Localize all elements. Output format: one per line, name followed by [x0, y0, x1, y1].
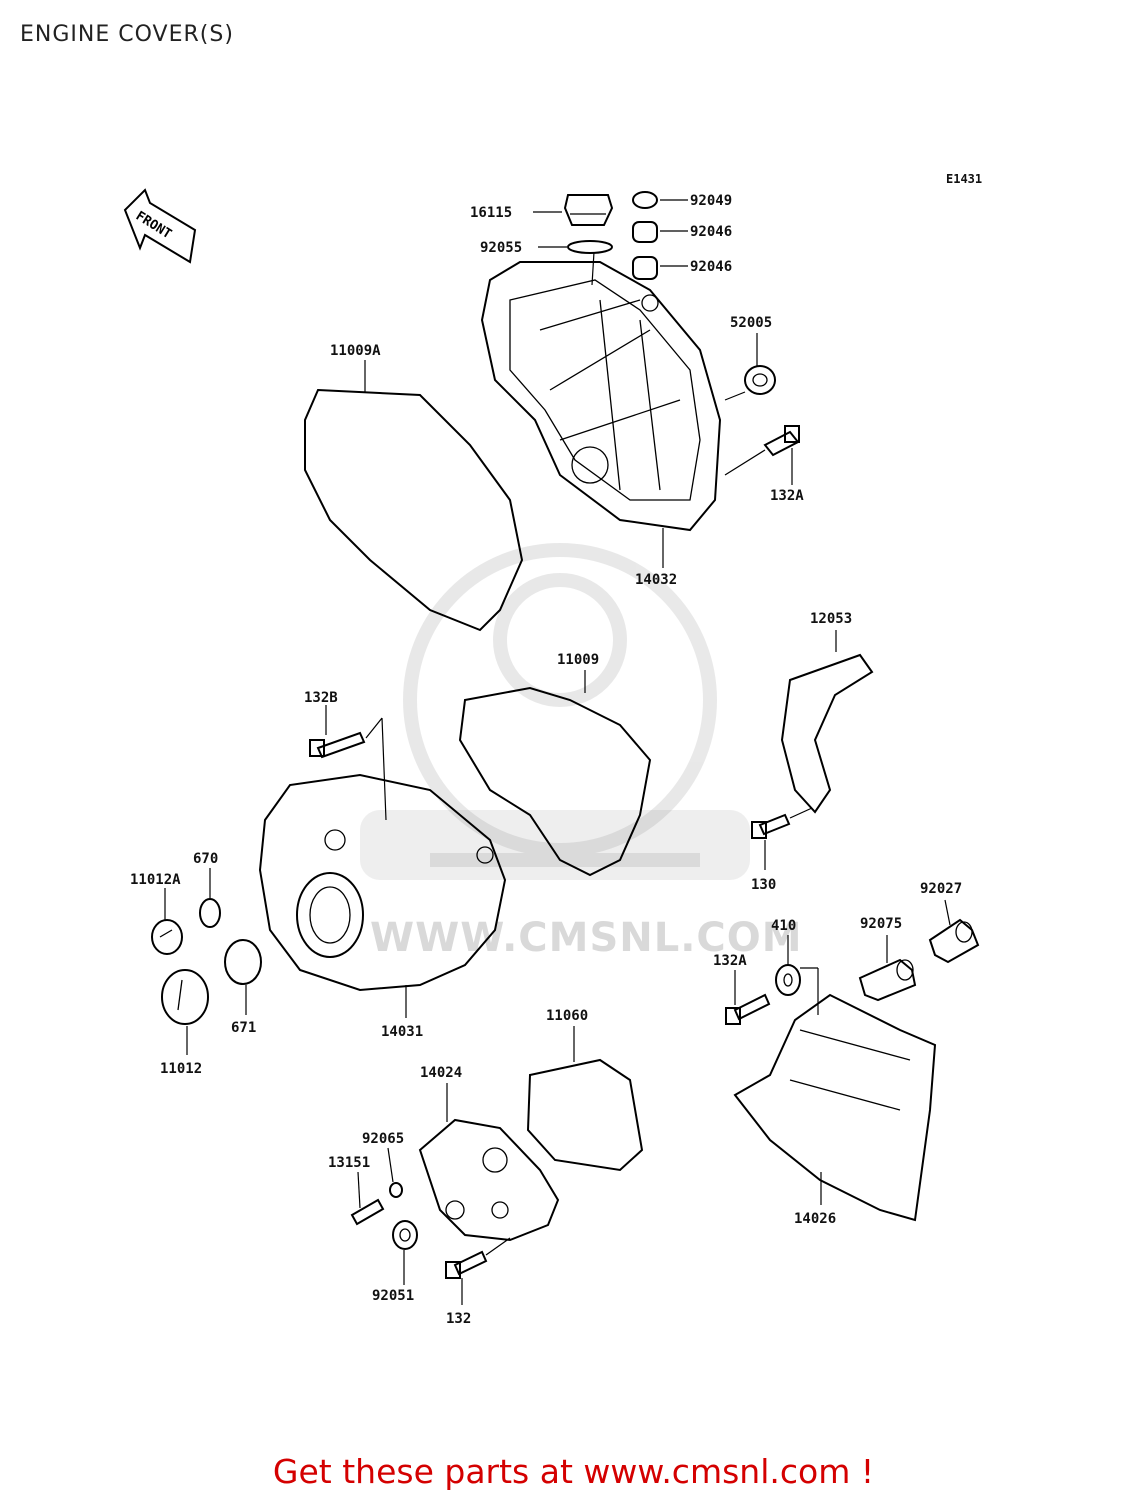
label-14024: 14024 — [420, 1065, 462, 1081]
label-52005: 52005 — [730, 315, 772, 331]
label-132a-mid: 132A — [713, 953, 747, 969]
label-92065: 92065 — [362, 1131, 404, 1147]
gasket-11060 — [526, 1058, 644, 1172]
bushing-92046b — [632, 256, 658, 280]
label-92049: 92049 — [690, 193, 732, 209]
bolt-132a-mid — [725, 993, 771, 1025]
o-ring-92055 — [567, 240, 613, 254]
label-14026: 14026 — [794, 1211, 836, 1227]
watermark-cms — [360, 810, 750, 880]
bolt-132b — [309, 731, 366, 759]
label-12053: 12053 — [810, 611, 852, 627]
o-ring-670 — [199, 898, 221, 928]
bushing-92046a — [632, 221, 658, 243]
cover-14024 — [418, 1118, 560, 1242]
label-11012: 11012 — [160, 1061, 202, 1077]
bolt-13151 — [350, 1198, 385, 1226]
sprocket-cover-14026 — [733, 993, 937, 1222]
plug-11012a — [151, 919, 183, 955]
oil-seal-92051 — [392, 1220, 418, 1250]
promo-link-container: Get these parts at www.cmsnl.com ! — [0, 1452, 1147, 1491]
label-132: 132 — [446, 1311, 471, 1327]
bolt-132a-top — [763, 425, 800, 457]
label-11009a: 11009A — [330, 343, 381, 359]
chain-guard-12053 — [780, 653, 874, 814]
watermark-text: WWW.CMSNL.COM — [370, 915, 803, 961]
promo-link[interactable]: Get these parts at www.cmsnl.com ! — [272, 1452, 875, 1491]
page-title: ENGINE COVER(S) — [20, 22, 234, 47]
generator-cover-14031 — [258, 773, 507, 992]
label-11060: 11060 — [546, 1008, 588, 1024]
label-670: 670 — [193, 851, 218, 867]
leader-lines — [164, 199, 951, 1305]
label-11012a: 11012A — [130, 872, 181, 888]
exploded-parts-diagram: FRONT — [123, 188, 980, 1327]
label-16115: 16115 — [470, 205, 512, 221]
washer-92065 — [389, 1182, 403, 1198]
label-92075: 92075 — [860, 916, 902, 932]
label-130: 130 — [751, 877, 776, 893]
label-92027: 92027 — [920, 881, 962, 897]
label-92055: 92055 — [480, 240, 522, 256]
label-14031: 14031 — [381, 1024, 423, 1040]
diagram-code: E1431 — [946, 172, 983, 186]
label-13151: 13151 — [328, 1155, 370, 1171]
label-92046-second: 92046 — [690, 259, 732, 275]
collar-92027 — [928, 918, 980, 964]
oil-filler-cap-16115 — [563, 194, 614, 226]
part-labels: 16115 92049 92055 92046 92046 52005 1100… — [130, 193, 962, 1327]
clutch-cover-14032 — [480, 261, 722, 532]
oil-seal-52005 — [744, 365, 776, 395]
label-132b: 132B — [304, 690, 338, 706]
label-92046: 92046 — [690, 224, 732, 240]
o-ring-671 — [224, 939, 262, 985]
label-11009: 11009 — [557, 652, 599, 668]
label-410: 410 — [771, 918, 796, 934]
front-arrow: FRONT — [123, 188, 197, 264]
label-92051: 92051 — [372, 1288, 414, 1304]
bolt-130 — [751, 813, 791, 839]
washer-410 — [775, 964, 801, 996]
label-14032: 14032 — [635, 572, 677, 588]
collar-92075 — [858, 958, 917, 1002]
label-671: 671 — [231, 1020, 256, 1036]
watermark-logo — [403, 543, 717, 867]
gasket-11009 — [458, 686, 652, 877]
gasket-11009a — [304, 388, 524, 632]
bolt-132 — [445, 1250, 488, 1279]
label-132a-top: 132A — [770, 488, 804, 504]
plug-11012 — [161, 969, 209, 1025]
cap-92049 — [632, 191, 658, 209]
